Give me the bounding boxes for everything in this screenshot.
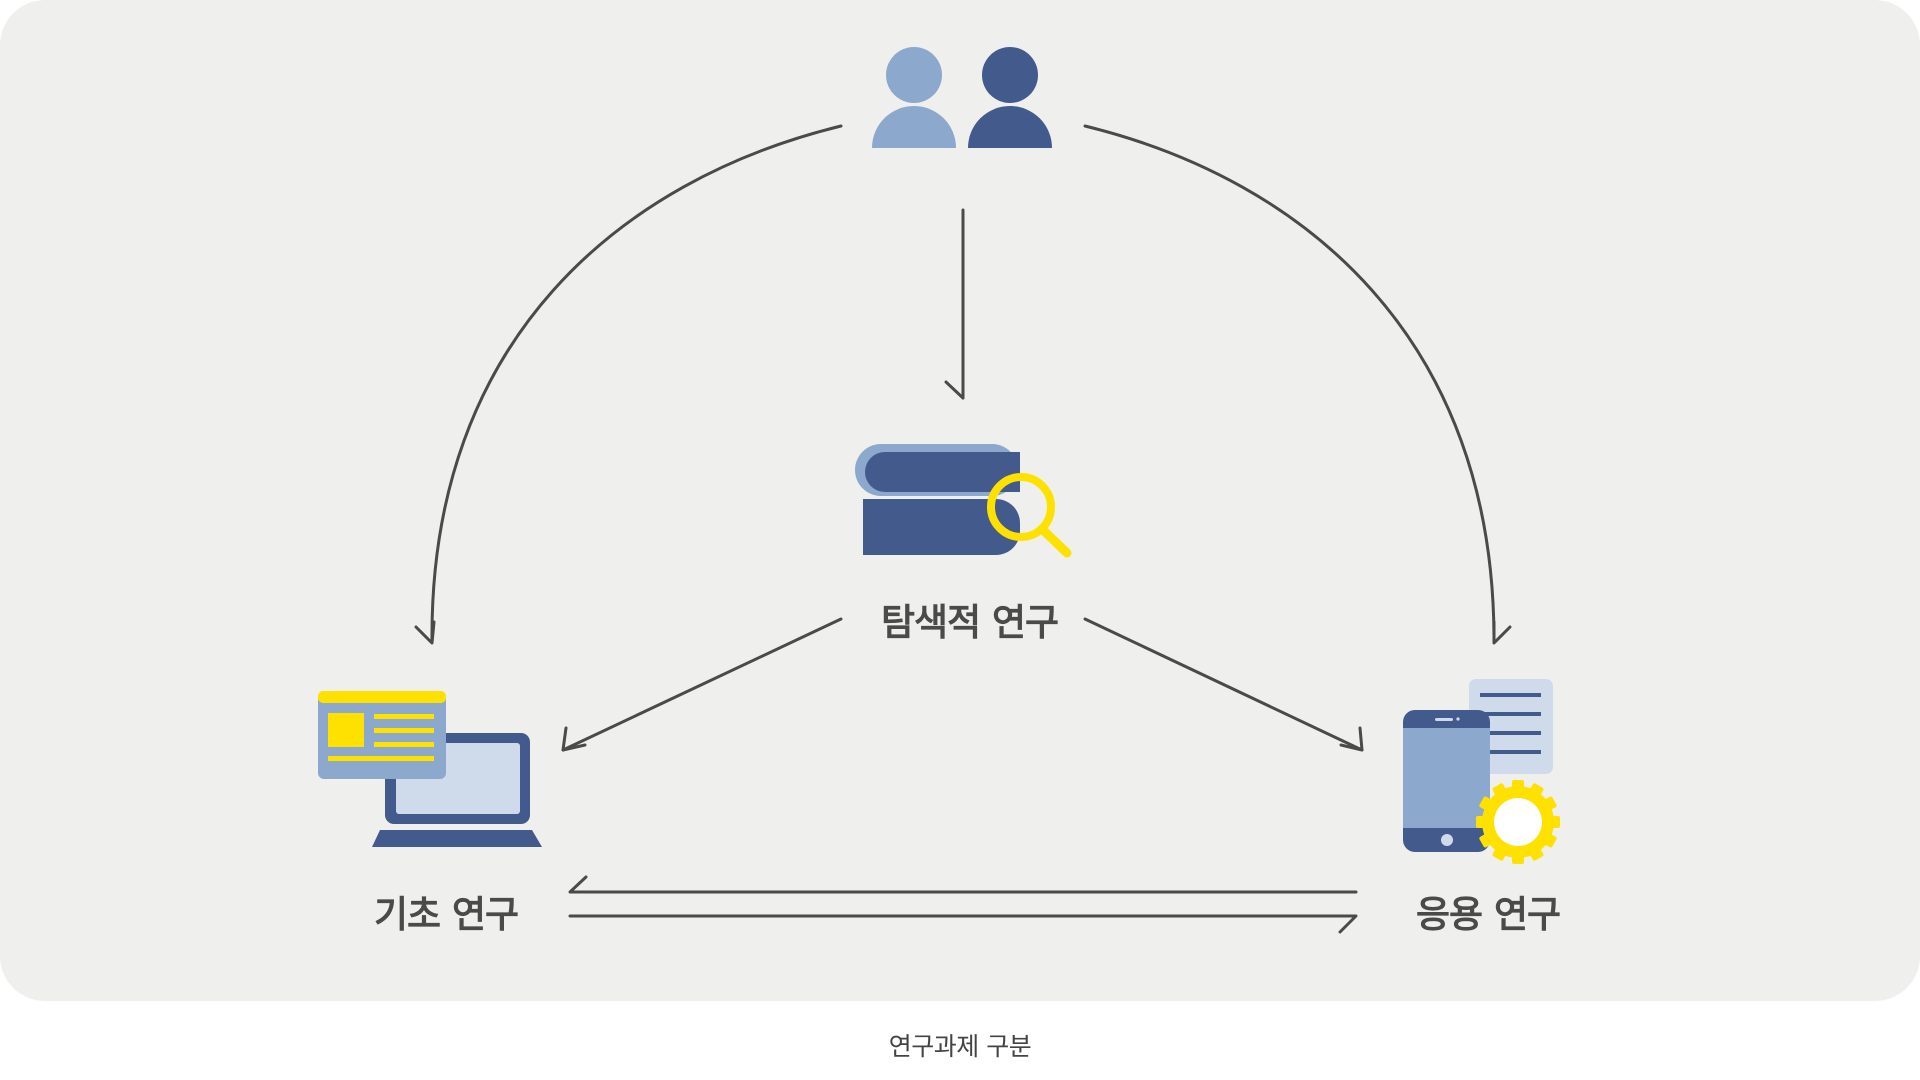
arrow-researchers-to-applied (1083, 124, 1496, 642)
arrow-exploratory-to-basic (561, 617, 843, 752)
laptop-document-icon (318, 691, 542, 847)
diagram-caption: 연구과제 구분 (888, 1032, 1032, 1061)
arrow-researchers-to-basic (430, 124, 843, 642)
arrow-applied-to-basic (568, 875, 1358, 894)
arrow-head-exploratory-applied (1339, 726, 1364, 752)
arrow-head-basic (414, 620, 436, 645)
arrow-head-applied (1492, 620, 1512, 645)
arrow-exploratory-to-applied (1083, 617, 1364, 752)
books-magnifier-icon (855, 444, 1072, 558)
arrow-head-exploratory-basic (561, 726, 587, 752)
exploratory-research-label: 탐색적 연구 (881, 601, 1059, 644)
phone-gear-icon (1403, 679, 1560, 864)
two-people-icon (872, 47, 1052, 148)
applied-research-label: 응용 연구 (1416, 893, 1561, 936)
arrow-basic-to-applied (568, 914, 1358, 934)
basic-research-label: 기초 연구 (374, 893, 519, 936)
arrow-head-exploratory (944, 378, 965, 400)
